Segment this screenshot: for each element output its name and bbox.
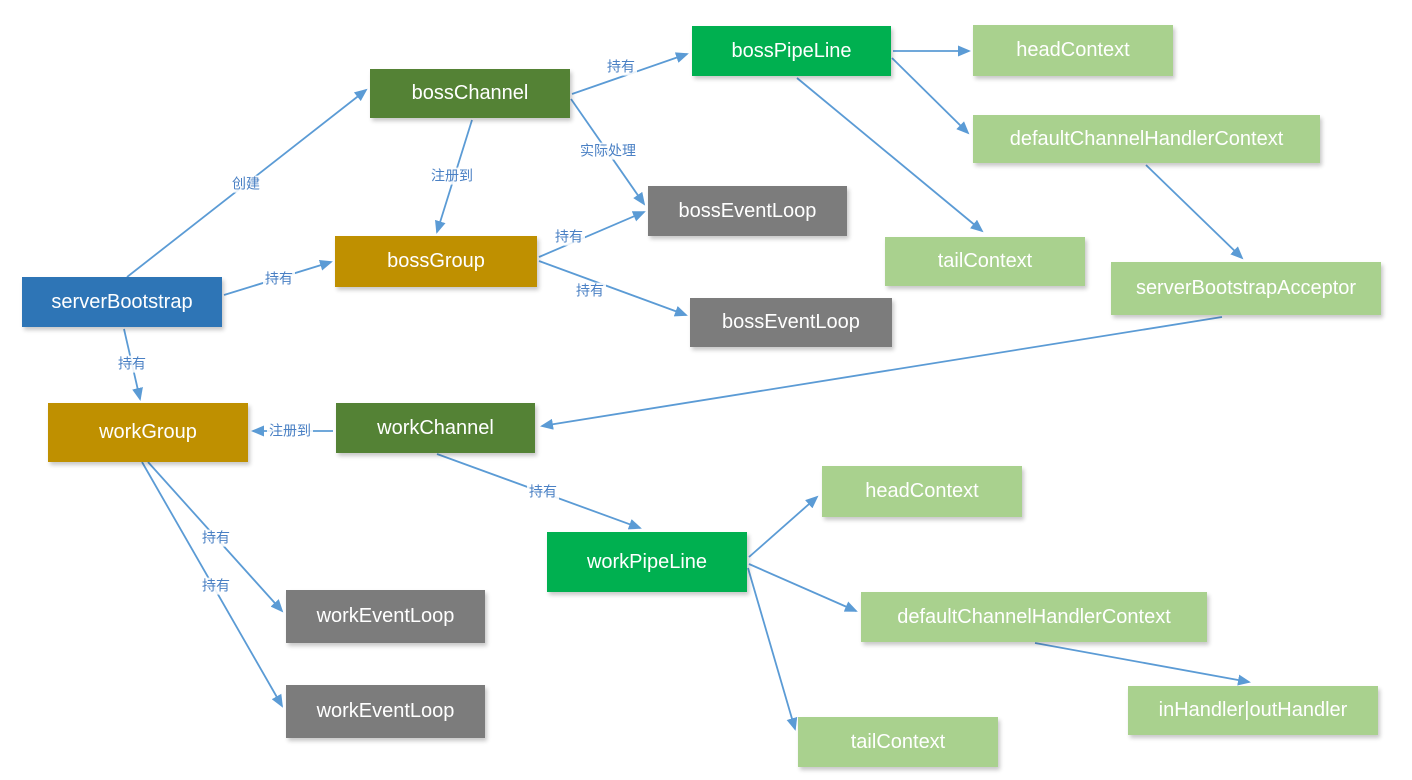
node-workEventLoop-1: workEventLoop	[286, 590, 485, 643]
node-bossEventLoop-2: bossEventLoop	[690, 298, 892, 347]
node-workPipeLine: workPipeLine	[547, 532, 747, 592]
edge-defaultChannelHandlerContext-boss-to-serverBootstrapAcceptor	[1145, 164, 1244, 260]
edge-label-13: 注册到	[267, 422, 313, 440]
node-defaultChannelHandlerContext-boss: defaultChannelHandlerContext	[973, 115, 1320, 163]
node-bossEventLoop-1: bossEventLoop	[648, 186, 847, 236]
edge-label-0: 创建	[230, 175, 262, 193]
node-workEventLoop-2: workEventLoop	[286, 685, 485, 738]
node-bossChannel: bossChannel	[370, 69, 570, 118]
node-headContext-boss: headContext	[973, 25, 1173, 76]
edge-bossGroup-to-bossEventLoop-2	[538, 260, 688, 317]
node-workChannel: workChannel	[336, 403, 535, 453]
edge-label-1: 持有	[263, 270, 295, 288]
node-headContext-work: headContext	[822, 466, 1022, 517]
edge-bossPipeLine-to-defaultChannelHandlerContext-boss	[891, 57, 970, 135]
edge-label-2: 持有	[116, 355, 148, 373]
edge-workPipeLine-to-headContext-work	[748, 495, 819, 558]
edge-defaultChannelHandlerContext-work-to-inHandler-outHandler	[1034, 642, 1251, 686]
node-workGroup: workGroup	[48, 403, 248, 462]
edge-label-6: 持有	[553, 228, 585, 246]
edge-label-3: 注册到	[429, 167, 475, 185]
node-tailContext-work: tailContext	[798, 717, 998, 767]
edge-workPipeLine-to-defaultChannelHandlerContext-work	[748, 563, 858, 612]
node-tailContext-boss: tailContext	[885, 237, 1085, 286]
edge-label-16: 持有	[200, 577, 232, 595]
edge-label-7: 持有	[574, 282, 606, 300]
node-inHandler-outHandler: inHandler|outHandler	[1128, 686, 1378, 735]
edge-workPipeLine-to-tailContext-work	[747, 567, 798, 731]
node-bossGroup: bossGroup	[335, 236, 537, 287]
node-serverBootstrapAcceptor: serverBootstrapAcceptor	[1111, 262, 1381, 315]
edge-label-14: 持有	[527, 483, 559, 501]
node-defaultChannelHandlerContext-work: defaultChannelHandlerContext	[861, 592, 1207, 642]
node-serverBootstrap: serverBootstrap	[22, 277, 222, 327]
edge-label-5: 实际处理	[578, 142, 638, 160]
node-bossPipeLine: bossPipeLine	[692, 26, 891, 76]
edge-label-4: 持有	[605, 58, 637, 76]
edge-label-15: 持有	[200, 529, 232, 547]
